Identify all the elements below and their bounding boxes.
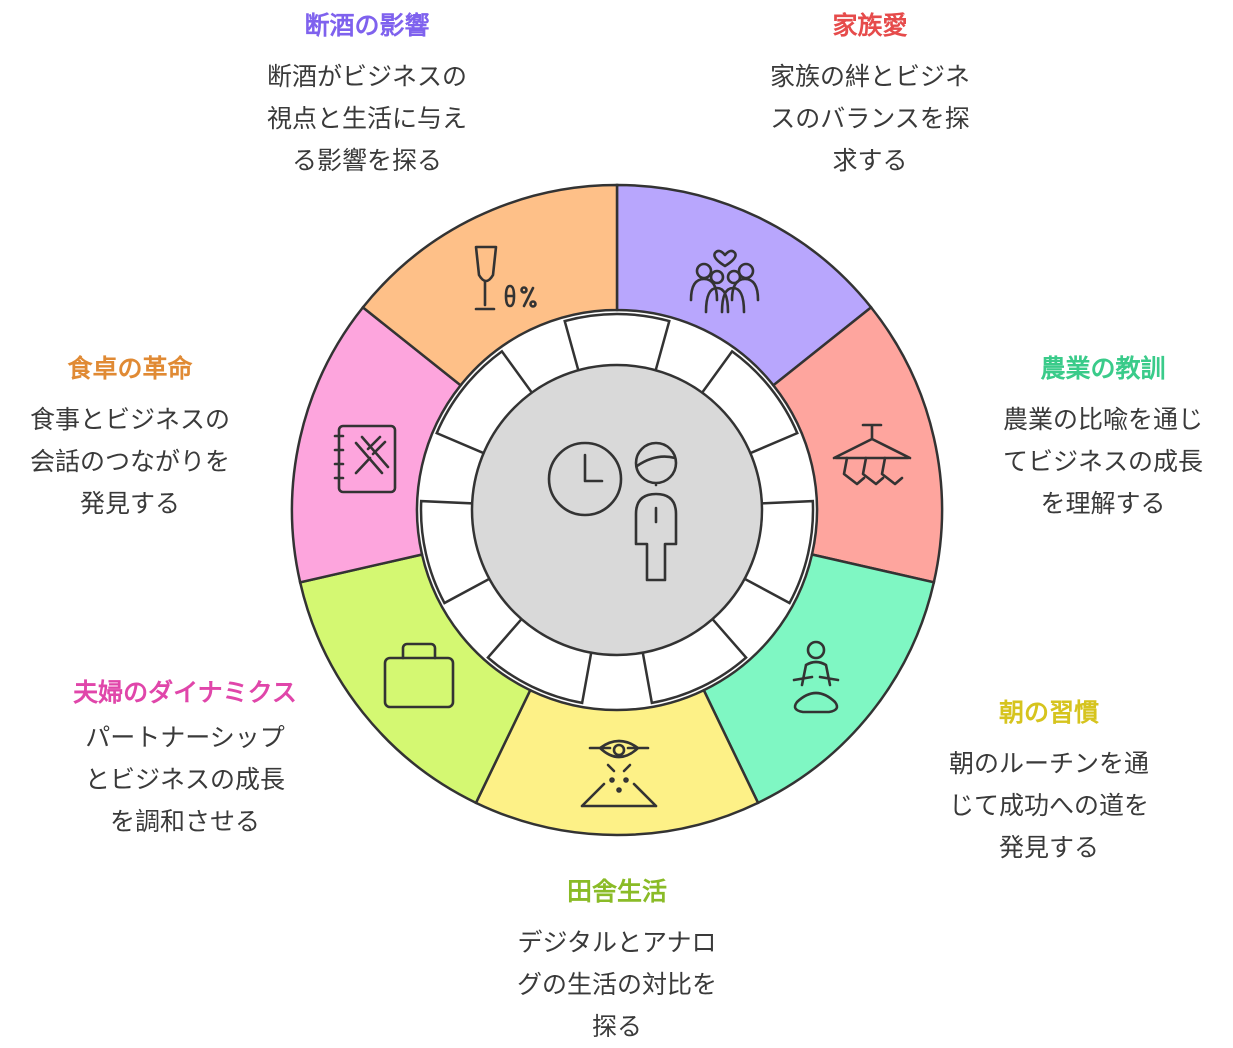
briefcase-icon	[383, 642, 455, 709]
label-dining: 食卓の革命 食事とビジネスの会話のつながりを発見する	[0, 353, 260, 525]
wine-glass-zero-percent-icon	[474, 245, 537, 311]
sector-dining	[361, 183, 619, 388]
label-countryside: 田舎生活 デジタルとアナログの生活の対比を探る	[487, 876, 747, 1048]
label-farming: 農業の教訓 農業の比喩を通じてビジネスの成長を理解する	[973, 353, 1233, 525]
segment-description: 食事とビジネスの会話のつながりを発見する	[29, 405, 230, 518]
segment-title: 農業の教訓	[1040, 354, 1166, 383]
meditation-icon	[792, 640, 840, 714]
segment-description: 断酒がビジネスの視点と生活に与える影響を探る	[266, 62, 467, 175]
label-alcohol: 断酒の影響 断酒がビジネスの視点と生活に与える影響を探る	[237, 10, 497, 182]
segment-description: 農業の比喩を通じてビジネスの成長を理解する	[1002, 405, 1203, 518]
menu-book-fork-knife-icon	[333, 424, 397, 494]
plow-icon	[832, 423, 912, 486]
drone-icon	[580, 739, 658, 808]
center-circle	[470, 363, 764, 657]
segment-description: 家族の絆とビジネスのバランスを探求する	[769, 62, 970, 175]
segment-title: 家族愛	[832, 11, 908, 40]
label-couple: 夫婦のダイナミクス パートナーシップとビジネスの成長を調和させる	[55, 677, 315, 843]
family-heart-icon	[689, 249, 760, 314]
segment-title: 朝の習慣	[998, 698, 1099, 727]
segment-title: 夫婦のダイナミクス	[73, 678, 297, 707]
segment-description: パートナーシップとビジネスの成長を調和させる	[84, 723, 285, 836]
segment-title: 食卓の革命	[67, 354, 193, 383]
label-family: 家族愛 家族の絆とビジネスのバランスを探求する	[740, 10, 1000, 182]
segment-description: デジタルとアナログの生活の対比を探る	[516, 928, 717, 1041]
segment-description: 朝のルーチンを通じて成功への道を発見する	[948, 749, 1149, 862]
segment-title: 断酒の影響	[304, 11, 430, 40]
segment-title: 田舎生活	[566, 877, 667, 906]
clock-and-person-icon	[547, 441, 678, 582]
label-morning: 朝の習慣 朝のルーチンを通じて成功への道を発見する	[919, 697, 1179, 869]
